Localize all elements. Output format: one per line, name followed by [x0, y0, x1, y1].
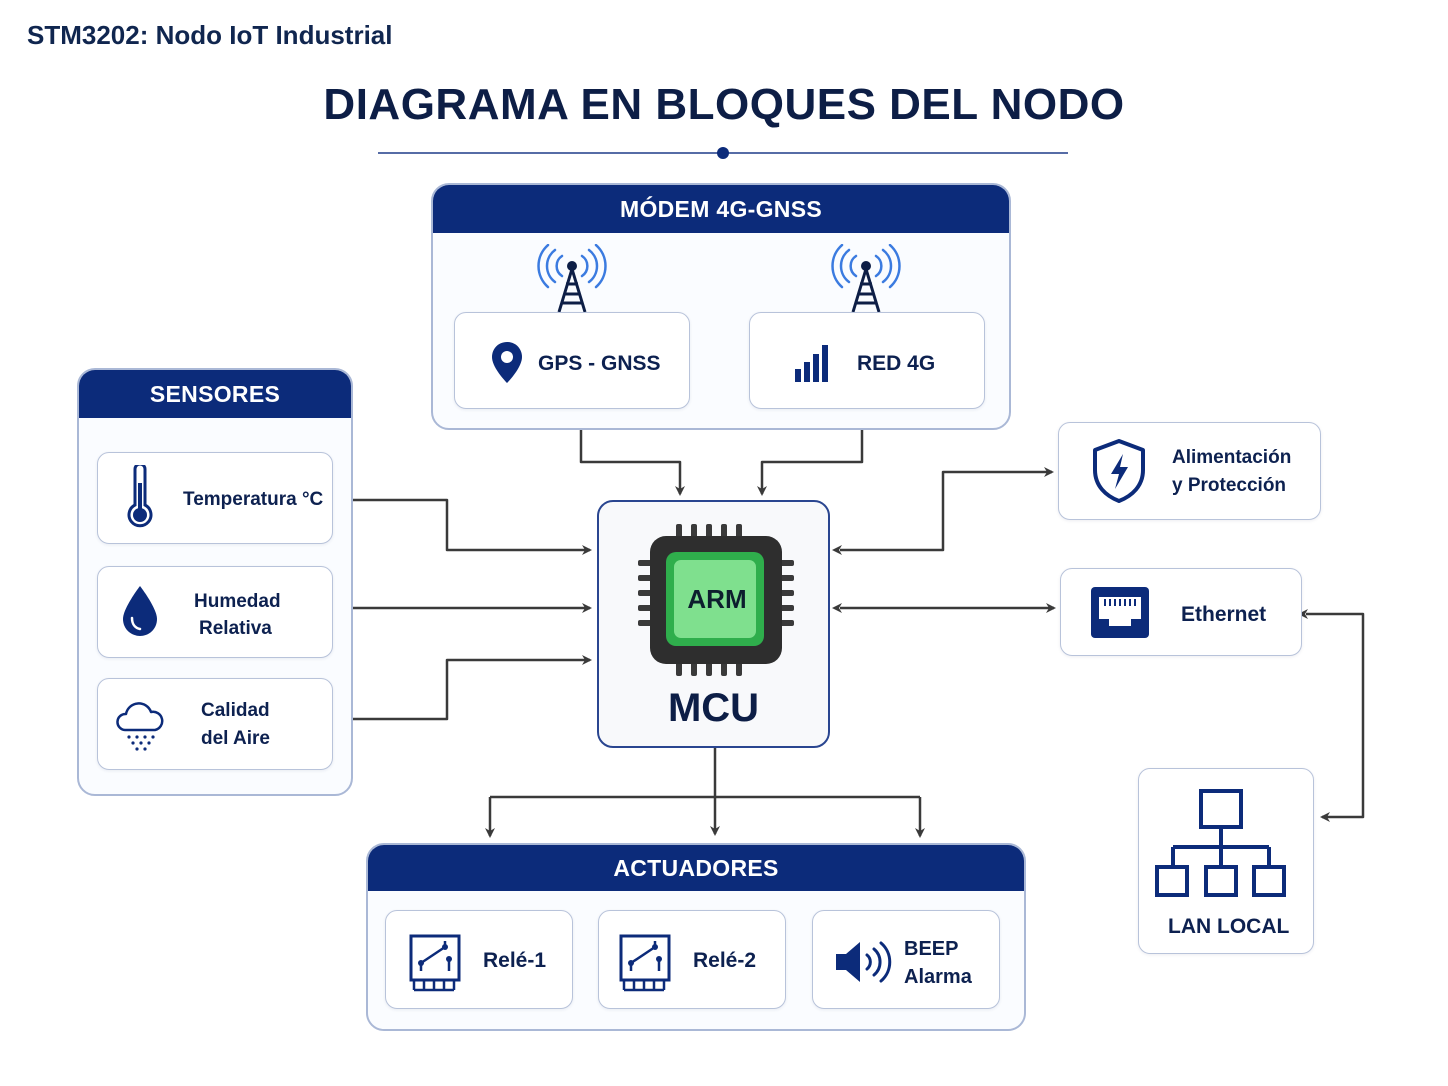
calidad-aire-card[interactable]	[97, 678, 333, 770]
beep-label-1: BEEP	[904, 938, 959, 960]
lan-local-card[interactable]	[1138, 768, 1314, 954]
water-drop-icon	[123, 586, 157, 636]
red4g-label: RED 4G	[857, 352, 936, 375]
wire-power-mcu	[832, 467, 1054, 555]
document-title: STM3202: Nodo IoT Industrial	[27, 20, 393, 50]
wire-temp-mcu	[333, 498, 592, 555]
signal-bars-icon	[795, 345, 828, 382]
speaker-icon	[836, 941, 892, 983]
sensores-header: SENSORES	[79, 370, 351, 418]
arm-chip-label: ARM	[687, 584, 747, 614]
wire-gps-mcu	[579, 410, 685, 496]
rele2-label: Relé-2	[693, 949, 757, 972]
ethernet-label: Ethernet	[1181, 603, 1267, 626]
beep-label-2: Alarma	[904, 966, 972, 988]
relay-icon	[409, 934, 461, 992]
red4g-card[interactable]	[749, 312, 985, 409]
calidad-label-1: Calidad	[201, 700, 270, 721]
wire-red4g-mcu	[757, 410, 864, 496]
chip-icon	[638, 524, 794, 676]
rele2-card[interactable]	[598, 910, 786, 1009]
gps-label: GPS - GNSS	[538, 352, 661, 375]
location-pin-icon	[492, 342, 522, 383]
lan-local-label: LAN LOCAL	[1168, 915, 1290, 938]
thermometer-icon	[127, 465, 153, 528]
wire-eth-lan	[1298, 609, 1365, 822]
rele1-card[interactable]	[385, 910, 573, 1009]
antenna-tower-icon	[537, 244, 607, 313]
humedad-label-1: Humedad	[194, 591, 281, 612]
diagram-title: DIAGRAMA EN BLOQUES DEL NODO	[323, 80, 1125, 129]
wire-air-mcu	[333, 655, 592, 721]
actuadores-header: ACTUADORES	[368, 845, 1024, 891]
rele1-label: Relé-1	[483, 949, 547, 972]
temperatura-label: Temperatura °C	[183, 489, 324, 510]
shield-bolt-icon	[1093, 439, 1145, 503]
alimentacion-label-1: Alimentación	[1172, 447, 1292, 468]
title-divider	[378, 147, 1068, 159]
network-tree-icon	[1155, 789, 1286, 897]
modem-header: MÓDEM 4G-GNSS	[433, 185, 1009, 233]
humedad-label-2: Relativa	[199, 618, 272, 639]
antenna-tower-icon	[831, 244, 901, 313]
calidad-label-2: del Aire	[201, 728, 270, 749]
ethernet-port-icon	[1091, 587, 1149, 638]
alimentacion-card[interactable]	[1058, 422, 1321, 520]
alimentacion-label-2: y Protección	[1172, 475, 1287, 496]
cloud-rain-icon	[116, 702, 164, 751]
mcu-label: MCU	[667, 686, 760, 730]
relay-icon	[619, 934, 671, 992]
